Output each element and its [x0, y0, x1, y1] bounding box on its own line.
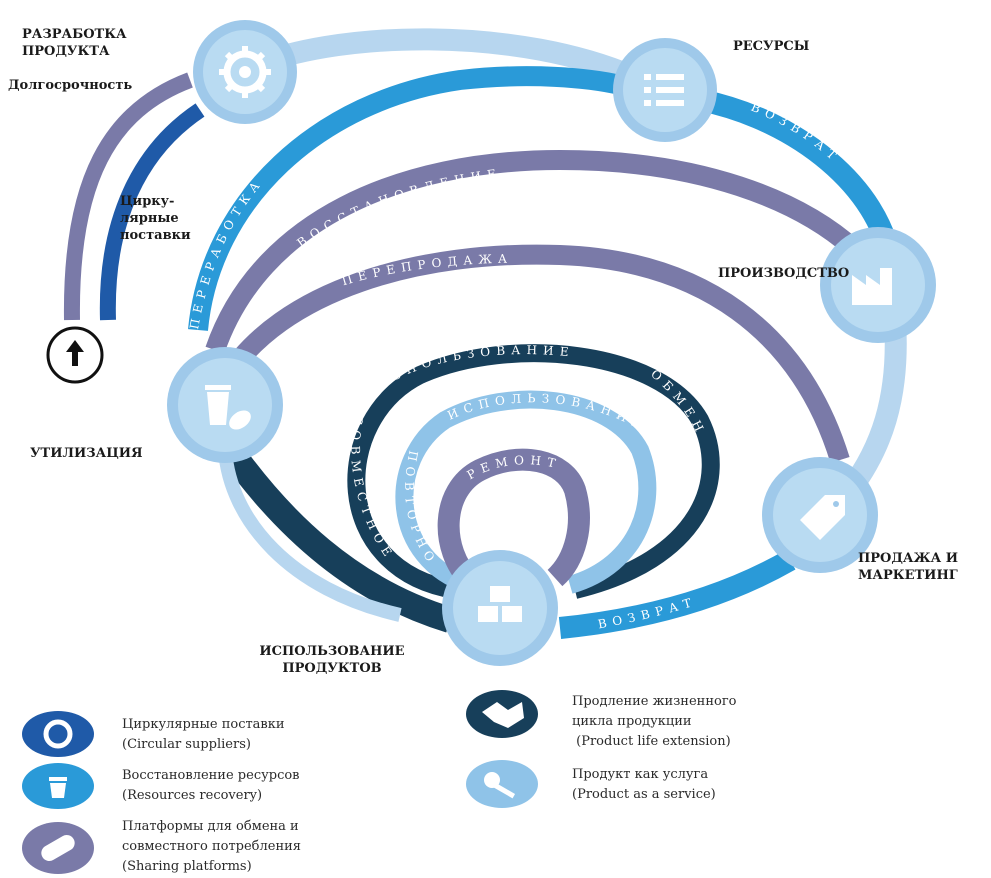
legend-circular-line2: (Circular suppliers): [122, 737, 251, 752]
ring-usage-disposal: [219, 442, 454, 633]
node-sales-label: ПРОДАЖА И МАРКЕТИНГ: [858, 550, 958, 584]
restoration-arc: [205, 149, 862, 354]
node-production-label: ПРОИЗВОДСТВО: [718, 266, 850, 281]
circular-label-line2: лярные: [120, 211, 179, 226]
handshake-icon: [466, 690, 538, 738]
ring-production-sales: [841, 319, 907, 497]
ring-sales-usage: [558, 550, 796, 639]
left-arcs: [63, 72, 205, 321]
legend-circular-line1: Циркулярные поставки: [122, 717, 285, 732]
node-sales: [762, 457, 878, 573]
sales-label-line1: ПРОДАЖА И: [858, 551, 958, 566]
node-development-label: РАЗРАБОТКА ПРОДУКТА: [22, 26, 127, 60]
node-development: [193, 20, 297, 124]
legend-item-resources-recovery: Восстановление ресурсов (Resources recov…: [122, 766, 300, 806]
usage-exchange-ring: [347, 344, 720, 599]
circular-label-line3: поставки: [120, 228, 191, 243]
sales-label-line2: МАРКЕТИНГ: [858, 568, 958, 583]
legend-service-line1: Продукт как услуга: [572, 767, 709, 782]
resale-arc: [216, 244, 850, 463]
node-resources: [613, 38, 717, 142]
return-top-label: ВОЗВРАТ: [749, 100, 843, 166]
legend-extension-line1: Продление жизненного: [572, 694, 737, 709]
node-disposal-label: УТИЛИЗАЦИЯ: [30, 446, 143, 461]
node-resources-label: РЕСУРСЫ: [733, 39, 810, 54]
development-label-line1: РАЗРАБОТКА: [22, 27, 127, 42]
inner-arcs: [188, 66, 862, 599]
legend-sharing-line2: совместного потребления: [122, 839, 301, 854]
node-usage-label: ИСПОЛЬЗОВАНИЕ ПРОДУКТОВ: [232, 643, 432, 677]
factory-icon: [852, 268, 892, 305]
lifebuoy-icon: [22, 711, 94, 757]
legend-sharing-line3: (Sharing platforms): [122, 859, 252, 874]
legend-item-circular-suppliers: Циркулярные поставки (Circular suppliers…: [122, 715, 285, 755]
legend-item-product-life-extension: Продление жизненного цикла продукции (Pr…: [572, 692, 736, 752]
key-icon: [466, 760, 538, 808]
exchange-label: ОБМЕН: [648, 367, 709, 439]
recycle-bin-icon: [205, 385, 251, 430]
node-usage: [442, 550, 558, 666]
legend-recovery-line2: (Resources recovery): [122, 788, 263, 803]
tag-icon: [800, 495, 845, 540]
processing-arc: [188, 66, 623, 331]
usage-label-line1: ИСПОЛЬЗОВАНИЕ: [259, 644, 405, 659]
repair-ring: [437, 448, 590, 588]
node-production: [820, 227, 936, 343]
legend-recovery-line1: Восстановление ресурсов: [122, 768, 300, 783]
up-arrow-circle-icon: [46, 326, 104, 384]
pill-icon: [22, 822, 94, 874]
circular-label-line1: Цирку-: [120, 194, 175, 209]
gear-icon: [219, 46, 271, 98]
node-disposal: [167, 347, 283, 463]
list-icon: [644, 74, 684, 106]
longevity-label: Долгосрочность: [8, 78, 133, 93]
legend-icons: [22, 690, 538, 874]
development-label-line2: ПРОДУКТА: [22, 44, 110, 59]
circular-supplies-label: Цирку- лярные поставки: [120, 193, 191, 244]
ring-usage-disposal-light: [218, 449, 402, 622]
legend-sharing-line1: Платформы для обмена и: [122, 819, 299, 834]
outer-ring: [218, 28, 907, 639]
longevity-arc: [63, 72, 193, 321]
trash-can-icon: [22, 763, 94, 809]
legend-extension-line2: цикла продукции: [572, 714, 692, 729]
legend-item-sharing-platforms: Платформы для обмена и совместного потре…: [122, 817, 301, 877]
legend-item-product-as-service: Продукт как услуга (Product as a service…: [572, 765, 716, 805]
legend-extension-line3: (Product life extension): [572, 734, 731, 749]
circular-arc: [99, 103, 205, 321]
usage-label-line2: ПРОДУКТОВ: [282, 661, 382, 676]
boxes-icon: [478, 586, 522, 622]
usage-inner-ring: [395, 390, 657, 594]
legend-service-line2: (Product as a service): [572, 787, 716, 802]
